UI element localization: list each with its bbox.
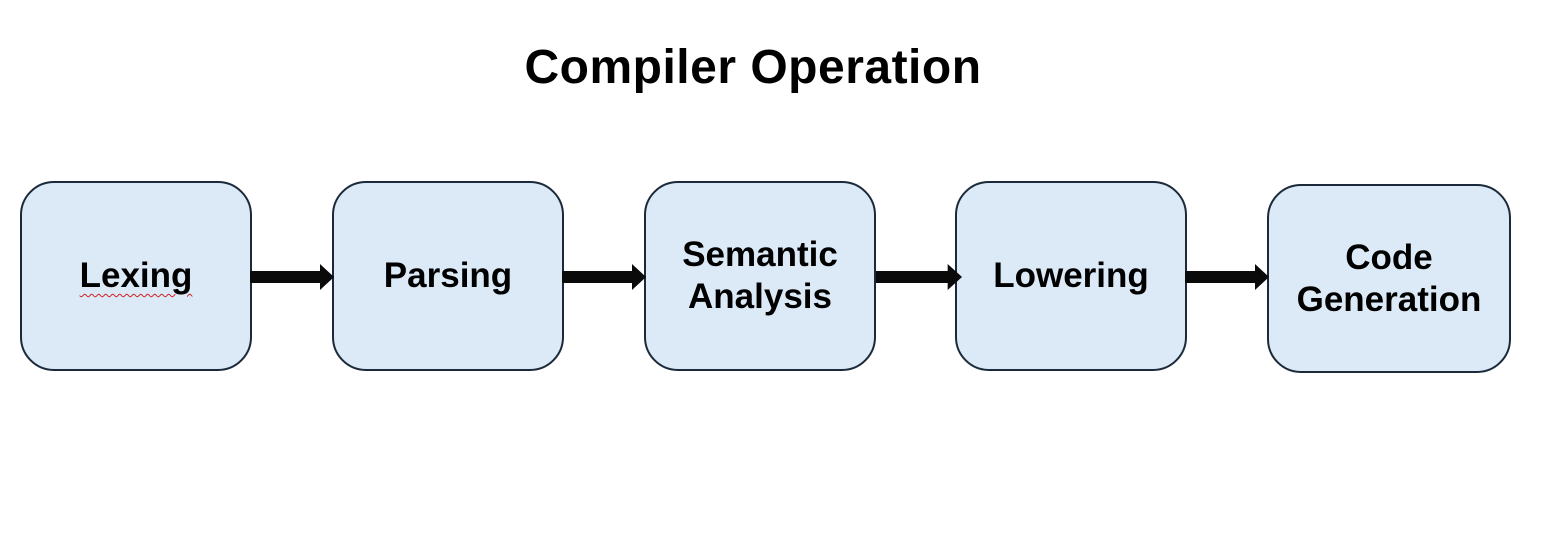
right-arrow-icon [876, 264, 962, 290]
stage-semantic-analysis: Semantic Analysis [644, 181, 876, 371]
right-arrow-icon [1185, 264, 1269, 290]
right-arrow-icon [562, 264, 646, 290]
stage-lexing: Lexing [20, 181, 252, 371]
right-arrow-icon [250, 264, 334, 290]
stage-label: Semantic Analysis [682, 235, 838, 316]
stage-parsing: Parsing [332, 181, 564, 371]
stage-label: Code Generation [1296, 237, 1482, 319]
stage-label: Lowering [993, 256, 1149, 295]
stage-label: Parsing [383, 256, 513, 295]
diagram-title: Compiler Operation [524, 41, 982, 94]
stage-code-generation: Code Generation [1267, 184, 1511, 373]
stage-lowering: Lowering [955, 181, 1187, 371]
stage-label: Lexing [79, 256, 193, 295]
